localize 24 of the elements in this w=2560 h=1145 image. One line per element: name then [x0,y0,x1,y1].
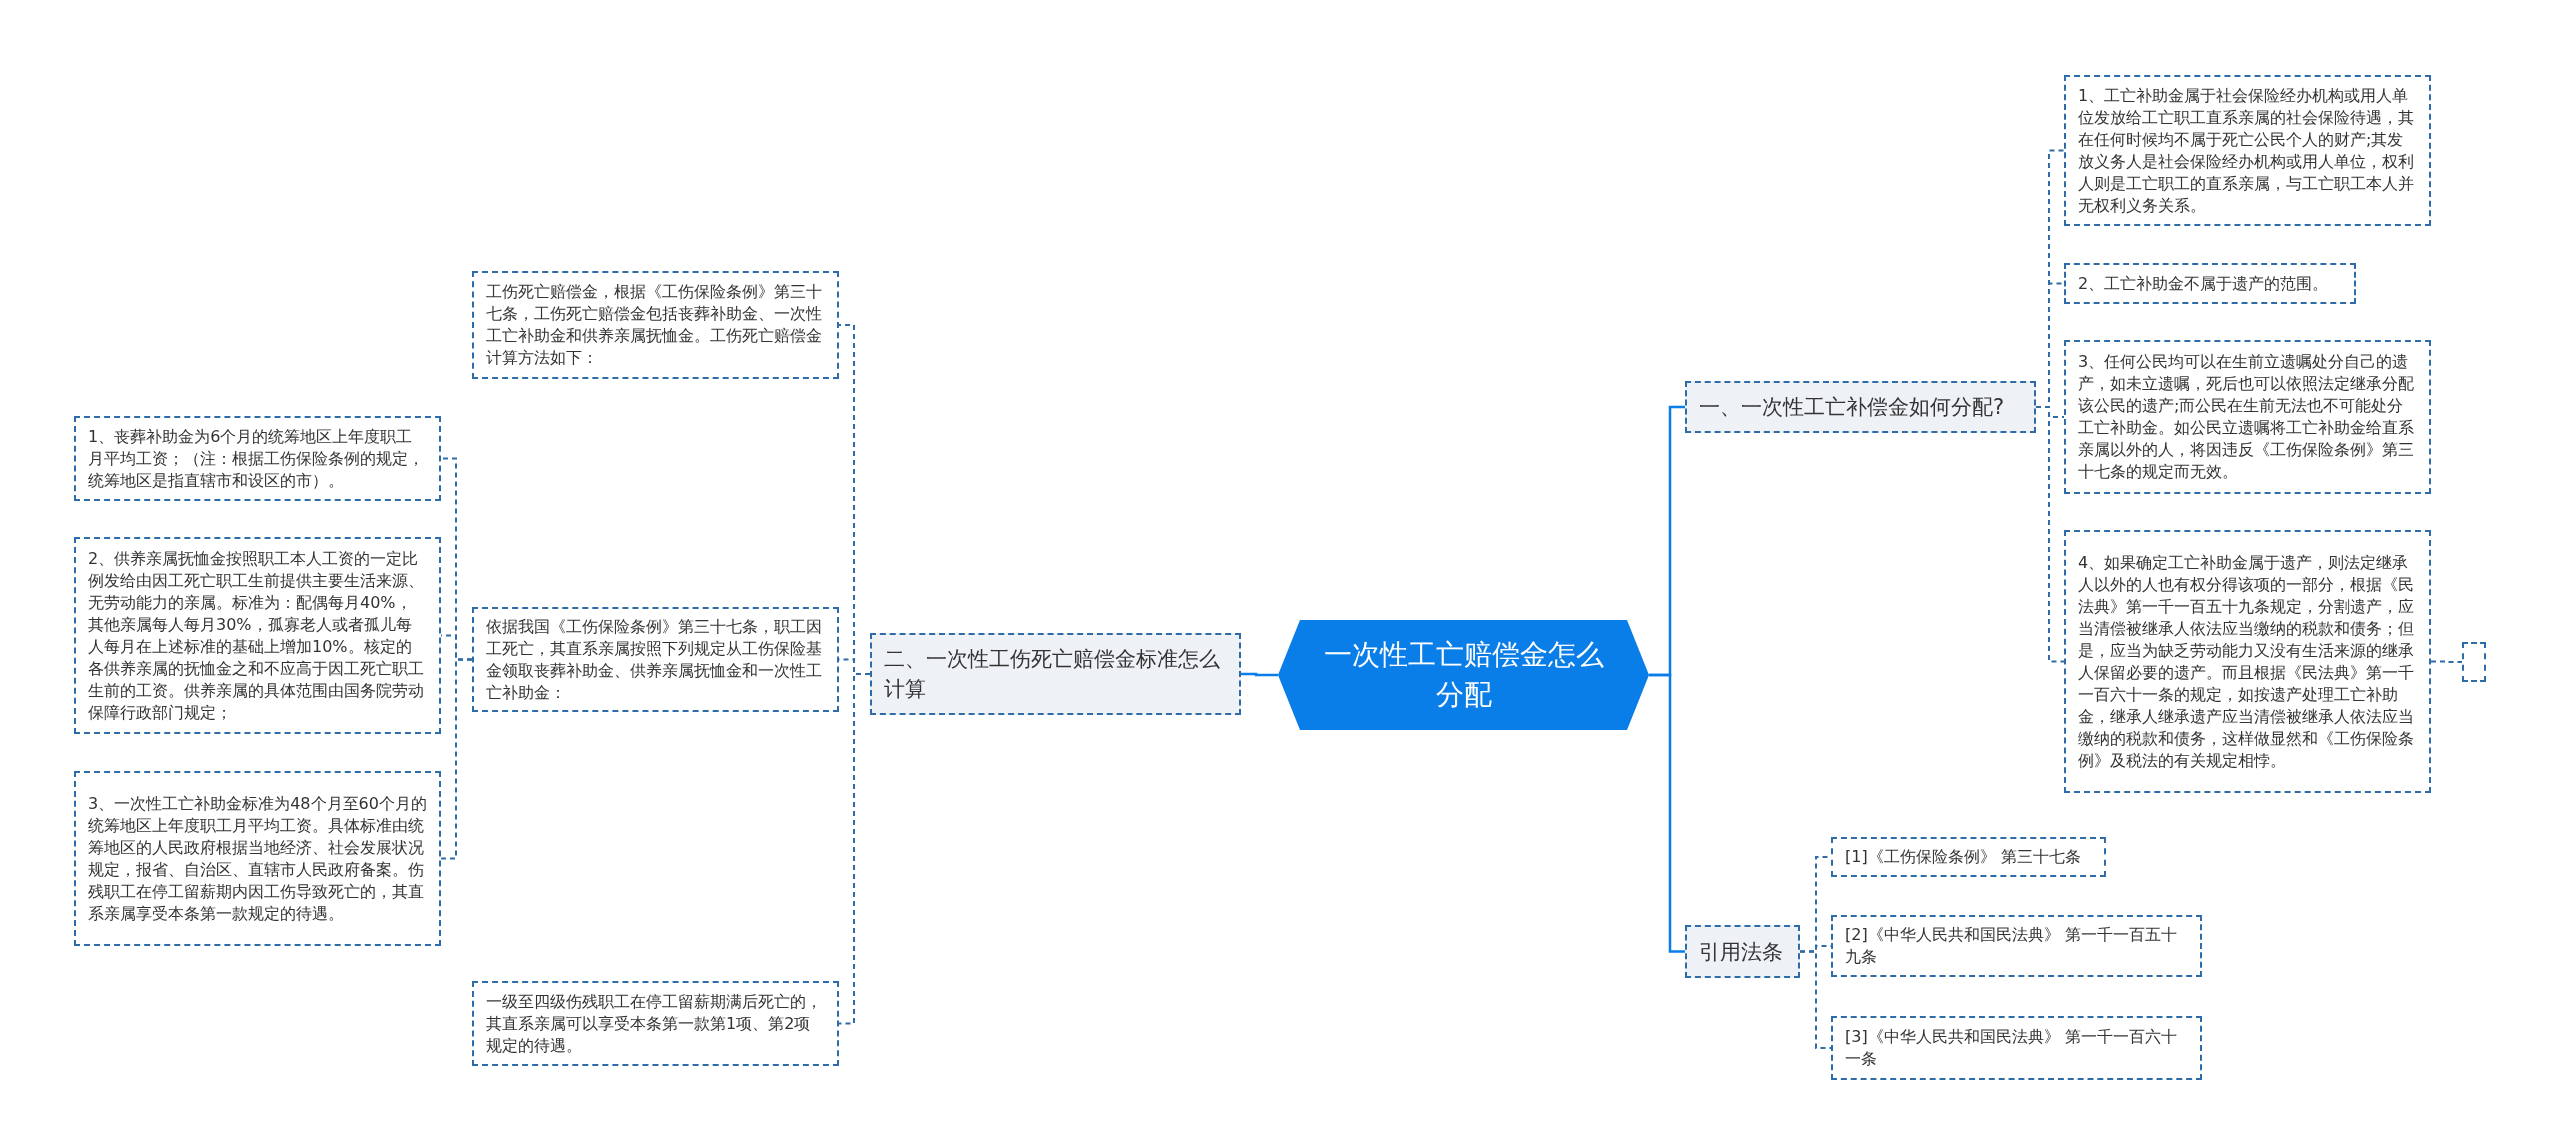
text-box: 1、丧葬补助金为6个月的统筹地区上年度职工月平均工资；（注：根据工伤保险条例的规定，统筹地区是指直辖市和设区的市）。 [74,416,441,501]
text-box: [2]《中华人民共和国民法典》 第一千一百五十九条 [1831,915,2202,977]
connector-line [1799,950,1832,1049]
empty-box [2462,642,2486,682]
text-box: 3、任何公民均可以在生前立遗嘱处分自己的遗产，如未立遗嘱，死后也可以依照法定继承分配该公民的遗产;而公民在生前无法也不可能处分工亡补助金。如公民立遗嘱将工亡补助金给直系亲属以外的人，将因违反《工伤保险条例》第三十七条的规定而无效。 [2064,340,2431,494]
text-box: 3、一次性工亡补助金标准为48个月至60个月的统筹地区上年度职工月平均工资。具体标准由统筹地区的人民政府根据当地经济、社会发展状况规定，报省、自治区、直辖市人民政府备案。伤残职工在停工留薪期内因工伤导致死亡的，其直系亲属享受本条第一款规定的待遇。 [74,771,441,946]
text-box: 一级至四级伤残职工在停工留薪期满后死亡的，其直系亲属可以享受本条第一款第1项、第2项规定的待遇。 [472,981,839,1066]
connector-line [1649,673,1685,953]
branch-topic-box: 引用法条 [1685,925,1800,978]
connector-line [1241,672,1278,677]
branch-topic-box: 二、一次性工伤死亡赔偿金标准怎么计算 [870,633,1241,715]
connector-line [2430,660,2463,663]
connector-line [2035,406,2065,663]
central-topic: 一次性工亡赔偿金怎么分配 [1278,620,1649,730]
connector-line [440,658,473,860]
text-box: [3]《中华人民共和国民法典》 第一千一百六十一条 [1831,1016,2202,1080]
text-box: 依据我国《工伤保险条例》第三十七条，职工因工死亡，其直系亲属按照下列规定从工伤保险基金领取丧葬补助金、供养亲属抚恤金和一次性工亡补助金： [472,607,839,712]
text-box: 4、如果确定工亡补助金属于遗产，则法定继承人以外的人也有权分得该项的一部分，根据《民法典》第一千一百五十九条规定，分割遗产，应当清偿被继承人依法应当缴纳的税款和债务；但是，应当为缺乏劳动能力又没有生活来源的继承人保留必要的遗产。而且根据《民法典》第一千一百六十一条的规定，如按遗产处理工亡补助金，继承人继承遗产应当清偿被继承人依法应当缴纳的税款和债务，这样做显然和《工伤保险条例》及税法的有关规定相悖。 [2064,530,2431,793]
text-box: [1]《工伤保险条例》 第三十七条 [1831,837,2106,877]
text-box: 2、供养亲属抚恤金按照职工本人工资的一定比例发给由因工死亡职工生前提供主要生活来源、无劳动能力的亲属。标准为：配偶每月40%，其他亲属每人每月30%，孤寡老人或者孤儿每人每月在上述标准的基础上增加10%。核定的各供养亲属的抚恤金之和不应高于因工死亡职工生前的工资。供养亲属的具体范围由国务院劳动保障行政部门规定； [74,537,441,734]
text-box: 2、工亡补助金不属于遗产的范围。 [2064,263,2356,304]
text-box: 工伤死亡赔偿金，根据《工伤保险条例》第三十七条，工伤死亡赔偿金包括丧葬补助金、一次性工亡补助金和供养亲属抚恤金。工伤死亡赔偿金计算方法如下： [472,271,839,379]
branch-topic-box: 一、一次性工亡补偿金如何分配? [1685,381,2036,433]
text-box: 1、工亡补助金属于社会保险经办机构或用人单位发放给工亡职工直系亲属的社会保险待遇，其在任何时候均不属于死亡公民个人的财产;其发放义务人是社会保险经办机构或用人单位，权利人则是工亡职工的直系亲属，与工亡职工本人并无权利义务关系。 [2064,75,2431,226]
